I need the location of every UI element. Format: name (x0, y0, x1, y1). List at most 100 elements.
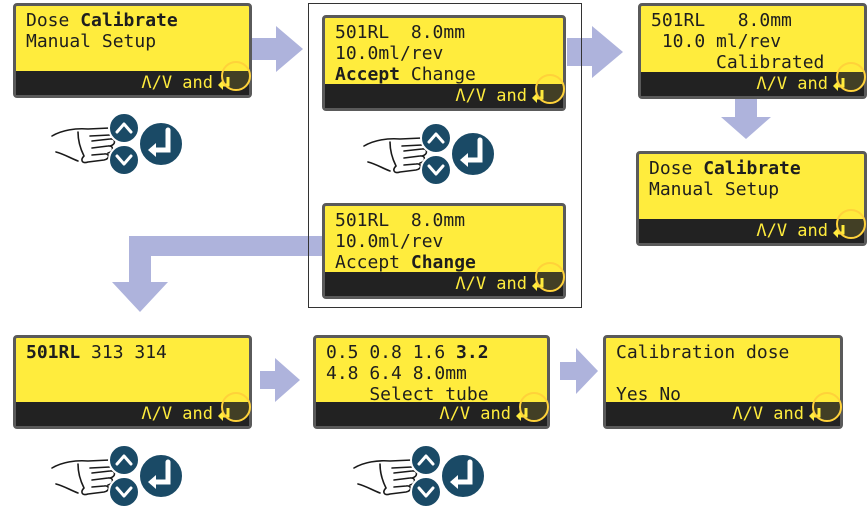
enter-arrow-icon (149, 127, 171, 153)
lcd-line: Manual Setup (26, 31, 178, 52)
keypad-control[interactable] (350, 440, 490, 520)
lcd-line (649, 200, 801, 221)
lcd-line: 10.0ml/rev (335, 43, 476, 64)
lcd-line: 501RL 8.0mm (335, 210, 476, 231)
keypad-control[interactable] (48, 440, 188, 520)
lcd-status-bar: Λ/V and (325, 74, 565, 108)
lcd-status-bar: Λ/V and (16, 392, 251, 426)
lcd-text: 501RL 8.0mm 10.0 ml/rev Calibrated (651, 10, 824, 73)
lcd-line: Yes No (616, 384, 789, 405)
lcd-line (616, 363, 789, 384)
lcd-status-bar: Λ/V and (641, 62, 866, 96)
down-chevron-icon (427, 164, 445, 176)
up-chevron-icon (115, 454, 133, 466)
lcd-line: 4.8 6.4 8.0mm (326, 363, 489, 384)
lcd-text-segment: Calibration dose (616, 342, 790, 363)
lcd-text-segment: Manual Setup (26, 31, 157, 52)
lcd-line (26, 52, 178, 73)
lcd-line: Accept Change (335, 64, 476, 85)
keypad-control[interactable] (48, 108, 188, 188)
hand-pointer-icon (353, 459, 418, 496)
up-arrow-key-icon[interactable] (410, 444, 442, 476)
up-arrow-key-icon[interactable] (420, 122, 452, 154)
flow-arrow-right-1 (252, 26, 303, 72)
lcd-text-segment: Dose (649, 158, 704, 179)
enter-key-icon[interactable] (138, 453, 184, 499)
enter-arrow-icon (461, 137, 483, 163)
lcd-line: 10.0ml/rev (335, 231, 476, 252)
lcd-highlighted-option: 3.2 (456, 342, 489, 363)
lcd-highlighted-option: Calibrate (80, 10, 178, 31)
enter-key-icon[interactable] (138, 121, 184, 167)
lcd-line: 501RL 8.0mm (651, 10, 824, 31)
lcd-line: 501RL 8.0mm (335, 22, 476, 43)
lcd-text-segment: 313 314 (80, 342, 167, 363)
lcd-highlighted-option: Accept (335, 64, 401, 85)
flow-arrow-down-1 (721, 98, 771, 139)
status-ring-icon (836, 62, 866, 92)
lcd-text-segment: 10.0ml/rev (335, 43, 444, 64)
lcd-line: Manual Setup (649, 179, 801, 200)
lcd-text: 501RL 313 314 (26, 342, 167, 405)
up-chevron-icon (427, 132, 445, 144)
lcd-highlighted-option: Change (410, 252, 476, 273)
enter-key-icon[interactable] (440, 453, 486, 499)
nav-hint-label: Λ/V and (141, 73, 213, 93)
enter-arrow-icon (451, 459, 473, 485)
lcd-highlighted-option: Calibrate (703, 158, 801, 179)
lcd-line: Dose Calibrate (26, 10, 178, 31)
status-ring-icon (535, 74, 565, 104)
hand-pointer-icon (51, 127, 116, 164)
lcd-text-segment: 501RL 8.0mm (335, 22, 466, 43)
status-ring-icon (221, 61, 251, 91)
lcd-text-segment: Calibrated (651, 52, 825, 73)
down-chevron-icon (115, 486, 133, 498)
enter-arrow-head-icon (460, 153, 468, 167)
lcd-highlighted-option: 501RL (26, 342, 81, 363)
down-arrow-key-icon[interactable] (108, 476, 140, 508)
status-ring-icon (535, 262, 565, 292)
down-arrow-key-icon[interactable] (420, 154, 452, 186)
nav-hint-label: Λ/V and (141, 404, 213, 424)
keypad-control[interactable] (360, 118, 500, 198)
down-chevron-icon (115, 154, 133, 166)
flow-arrow-right-4 (560, 348, 598, 394)
up-arrow-key-icon[interactable] (108, 112, 140, 144)
lcd-line: Accept Change (335, 252, 476, 273)
down-arrow-key-icon[interactable] (108, 144, 140, 176)
status-ring-icon (519, 392, 549, 422)
lcd-text-segment: 10.0ml/rev (335, 231, 444, 252)
lcd-line: 501RL 313 314 (26, 342, 167, 363)
nav-hint-label: Λ/V and (756, 74, 828, 94)
lcd-text-segment: Accept (335, 252, 411, 273)
down-arrow-key-icon[interactable] (410, 476, 442, 508)
enter-key-icon[interactable] (450, 131, 496, 177)
lcd-text-segment: Yes No (616, 384, 682, 405)
selection-group-frame (308, 3, 582, 308)
lcd-text-segment: 4.8 6.4 8.0mm (326, 363, 467, 384)
lcd-status-bar: Λ/V and (606, 392, 842, 426)
lcd-text-segment: Select tube (326, 384, 489, 405)
lcd-status-bar: Λ/V and (16, 61, 251, 95)
up-arrow-key-icon[interactable] (108, 444, 140, 476)
flow-arrow-elbow (112, 236, 323, 312)
lcd-text-segment: 501RL 8.0mm (651, 10, 792, 31)
up-chevron-icon (417, 454, 435, 466)
lcd-line: Calibration dose (616, 342, 789, 363)
flow-arrow-right-3 (260, 358, 300, 402)
lcd-text-segment: 0.5 0.8 1.6 (326, 342, 457, 363)
enter-arrow-head-icon (148, 143, 156, 157)
down-chevron-icon (417, 486, 435, 498)
lcd-line: Dose Calibrate (649, 158, 801, 179)
